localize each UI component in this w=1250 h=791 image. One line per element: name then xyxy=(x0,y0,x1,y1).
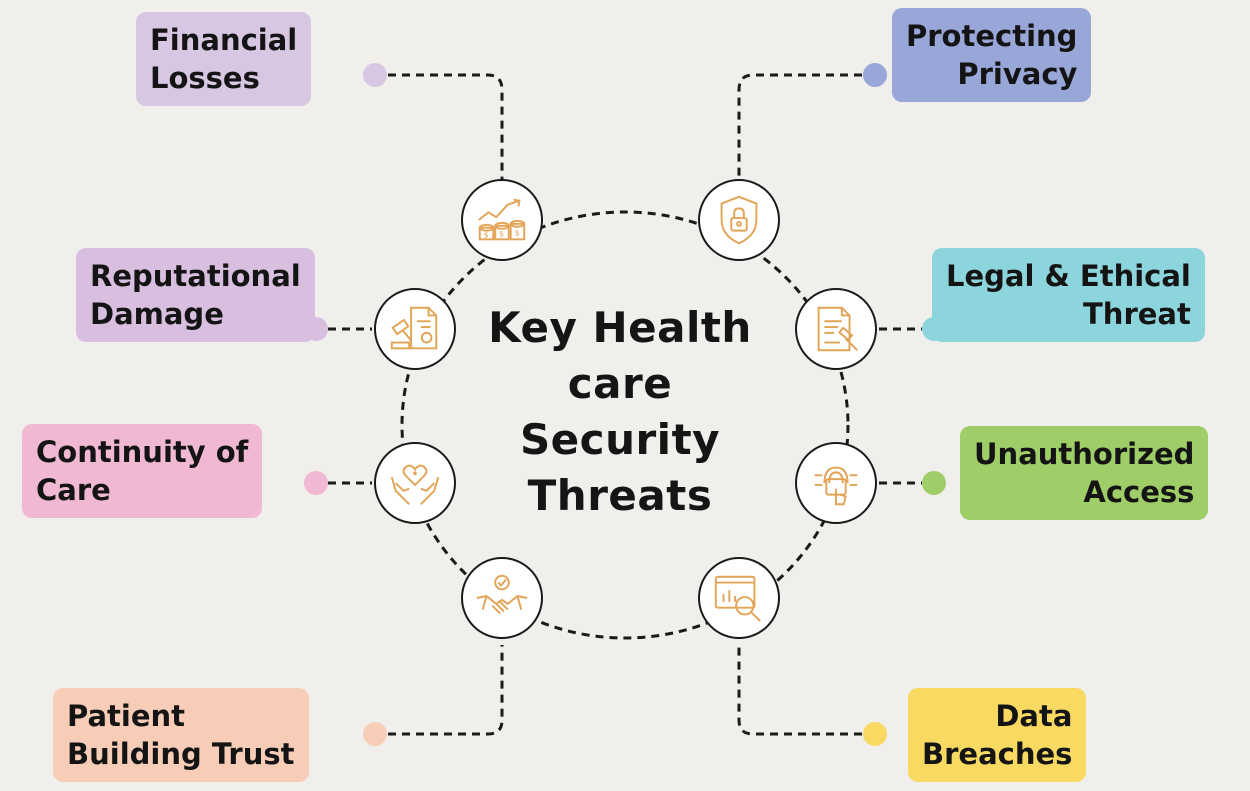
dot-patient-building-trust xyxy=(363,722,387,746)
label-financial-losses-line-1: Financial xyxy=(150,23,298,57)
handshake-icon xyxy=(461,557,543,639)
coins-growth-icon: $ $ $ xyxy=(461,179,543,261)
label-protecting-privacy-line-2: Privacy xyxy=(957,57,1078,91)
legal-document-icon xyxy=(795,288,877,370)
shield-lock-icon xyxy=(698,179,780,261)
label-patient-building-trust: Patient Building Trust xyxy=(53,688,309,782)
label-unauthorized-access-line-1: Unauthorized xyxy=(974,437,1195,471)
label-unauthorized-access: Unauthorized Access xyxy=(960,426,1209,520)
fingerprint-touch-icon xyxy=(795,442,877,524)
label-continuity-of-care: Continuity of Care xyxy=(22,424,263,518)
label-legal-ethical-threat-line-2: Threat xyxy=(1083,297,1191,331)
label-protecting-privacy: Protecting Privacy xyxy=(892,8,1092,102)
label-legal-ethical-threat-line-1: Legal & Ethical xyxy=(946,259,1191,293)
svg-text:$: $ xyxy=(499,229,504,238)
label-data-breaches-line-2: Breaches xyxy=(922,737,1073,771)
center-title: Key Health care Security Threats xyxy=(470,300,770,524)
dot-continuity-of-care xyxy=(304,471,328,495)
svg-text:$: $ xyxy=(515,228,520,237)
label-reputational-damage-line-2: Damage xyxy=(90,297,224,331)
connector-protecting-privacy xyxy=(737,73,862,180)
label-data-breaches: Data Breaches xyxy=(908,688,1087,782)
hands-heart-icon xyxy=(374,442,456,524)
dot-financial-losses xyxy=(363,63,387,87)
label-reputational-damage: Reputational Damage xyxy=(76,248,315,342)
dot-data-breaches xyxy=(863,722,887,746)
connector-financial-losses xyxy=(388,73,504,180)
dot-protecting-privacy xyxy=(863,63,887,87)
center-circle-outline xyxy=(400,210,850,640)
center-title-line-4: Threats xyxy=(527,471,713,520)
gavel-document-icon xyxy=(374,288,456,370)
label-continuity-of-care-line-2: Care xyxy=(36,473,111,507)
label-financial-losses: Financial Losses xyxy=(136,12,312,106)
dot-unauthorized-access xyxy=(922,471,946,495)
label-legal-ethical-threat: Legal & Ethical Threat xyxy=(932,248,1205,342)
data-analysis-icon xyxy=(698,557,780,639)
label-data-breaches-line-1: Data xyxy=(995,699,1073,733)
connector-patient-building-trust xyxy=(388,645,504,736)
label-reputational-damage-line-1: Reputational xyxy=(90,259,301,293)
label-financial-losses-line-2: Losses xyxy=(150,61,260,95)
label-protecting-privacy-line-1: Protecting xyxy=(906,19,1078,53)
svg-text:$: $ xyxy=(484,230,489,239)
label-unauthorized-access-line-2: Access xyxy=(1083,475,1195,509)
connector-data-breaches xyxy=(737,645,862,736)
center-title-line-1: Key Health xyxy=(488,303,752,352)
label-patient-building-trust-line-1: Patient xyxy=(67,699,186,733)
label-continuity-of-care-line-1: Continuity of xyxy=(36,435,249,469)
center-title-line-2: care xyxy=(567,359,673,408)
center-title-line-3: Security xyxy=(519,415,721,464)
label-patient-building-trust-line-2: Building Trust xyxy=(67,737,295,771)
